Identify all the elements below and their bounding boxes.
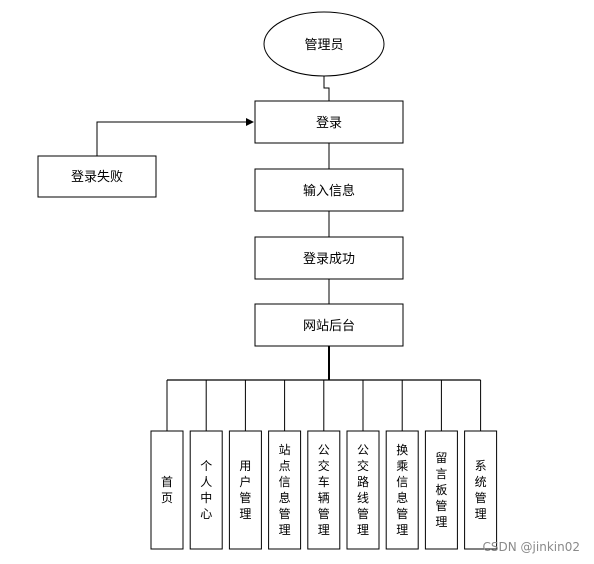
module-label: 用户管理: [239, 459, 251, 521]
module-box: [189, 430, 223, 550]
module-label: 公交车辆管理: [318, 443, 330, 537]
step-success-box: [254, 236, 404, 280]
module-box: [385, 430, 419, 550]
connector-root-login: [323, 76, 330, 101]
modules-group: 首页 个人中心 用户管理 站点信息管理 公交车辆管理 公交路线管理 换乘信息管理 留言板管理 系…: [150, 379, 498, 550]
step-success-label: 登录成功: [303, 252, 355, 267]
step-login-box: [254, 100, 404, 144]
failure-box: [37, 155, 157, 198]
module-label: 个人中心: [200, 459, 212, 521]
module-label: 公交路线管理: [357, 443, 369, 537]
module-box: [424, 430, 458, 550]
root-node-label: 管理员: [304, 38, 343, 53]
module-box: [346, 430, 380, 550]
module-label: 换乘信息管理: [396, 443, 408, 537]
module-label: 留言板管理: [435, 451, 447, 529]
step-backend-box: [254, 303, 404, 347]
module-label: 站点信息管理: [279, 443, 291, 537]
step-input-label: 输入信息: [303, 183, 355, 199]
module-label: 系统管理: [475, 459, 487, 521]
module-box: [228, 430, 262, 550]
module-box: [464, 430, 498, 550]
step-login-label: 登录: [316, 116, 342, 131]
module-label: 首页: [161, 475, 173, 505]
failure-label: 登录失败: [71, 170, 123, 185]
module-box: [307, 430, 341, 550]
connector-failure-login: [96, 118, 254, 156]
step-backend-label: 网站后台: [303, 319, 355, 334]
module-box: [268, 430, 302, 550]
module-box: [150, 430, 184, 550]
watermark-text: CSDN @jinkin02: [482, 540, 580, 554]
